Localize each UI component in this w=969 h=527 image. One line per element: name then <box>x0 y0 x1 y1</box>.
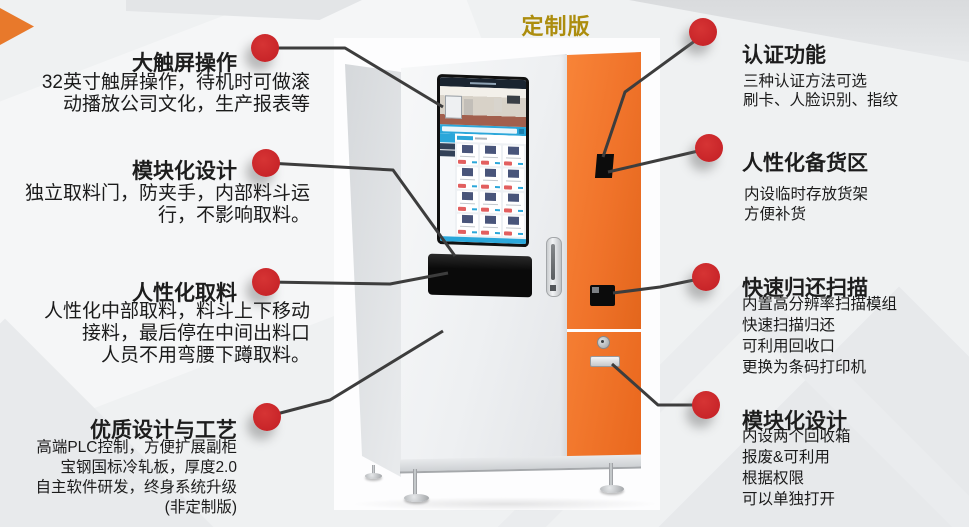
feature-text-line: (非定制版) <box>164 499 237 516</box>
background-chevron-top <box>126 0 362 20</box>
screen-product-card <box>457 166 478 189</box>
feature-heading: 模块化设计 <box>742 410 847 434</box>
screen-toolbar-text <box>475 137 487 140</box>
screen-sidebar-header <box>440 133 455 143</box>
screen-sidebar-item <box>440 143 455 150</box>
screen-product-card <box>457 190 478 213</box>
printer-slot <box>590 356 620 367</box>
screen-product-card <box>457 143 478 166</box>
machine-touchscreen <box>437 74 529 248</box>
page-title: 定制版 <box>521 14 591 39</box>
feature-heading: 快速归还扫描 <box>742 277 868 301</box>
door-lock <box>597 336 610 349</box>
machine-shadow <box>350 497 660 511</box>
feature-text-line: 报废&可利用 <box>742 449 830 466</box>
feature-text-line: 32英寸触屏操作，待机时可做滚 <box>41 72 310 93</box>
screen-sidebar <box>440 133 455 237</box>
feature-heading: 模块化设计 <box>132 160 237 184</box>
card-reader <box>594 154 615 178</box>
feature-text-line: 刷卡、人脸识别、指纹 <box>743 92 899 109</box>
feature-body: 32英寸触屏操作，待机时可做滚动播放公司文化，生产报表等 <box>18 72 310 116</box>
feature-body: 内设临时存放货架方便补货 <box>744 185 954 225</box>
screen-search-icon <box>519 128 524 135</box>
screen-product-card <box>480 167 501 190</box>
callout-dot <box>692 263 720 291</box>
feature-text-line: 动播放公司文化，生产报表等 <box>62 94 310 115</box>
feature-body: 内设两个回收箱报废&可利用根据权限可以单独打开 <box>742 426 952 510</box>
callout-dot <box>695 134 723 162</box>
feature-text-line: 可以单独打开 <box>742 491 836 508</box>
feature-text-line: 内设两个回收箱 <box>742 428 851 445</box>
feature-text-line: 内设临时存放货架 <box>744 186 869 203</box>
banner-machine-shape <box>445 95 462 119</box>
callout-dot <box>689 18 717 46</box>
banner-screen-shape <box>507 95 520 104</box>
feature-body: 独立取料门，防夹手，内部料斗运行，不影响取料。 <box>18 183 310 227</box>
screen-ui <box>440 77 526 245</box>
feature-heading: 人性化取料 <box>132 282 237 306</box>
feature-text-line: 更换为条码打印机 <box>742 359 867 376</box>
callout-dot <box>253 403 281 431</box>
orange-lower-door <box>567 332 641 463</box>
dispense-outlet <box>428 253 532 298</box>
feature-body: 内置高分辨率扫描模组快速扫描归还可利用回收口更换为条码打印机 <box>742 294 952 378</box>
feature-text-line: 自主软件研发，终身系统升级 <box>35 479 237 496</box>
feature-text-line: 三种认证方法可选 <box>743 73 868 90</box>
return-scanner <box>590 285 615 306</box>
feature-body: 高端PLC控制，方便扩展副柜宝钢国标冷轧板，厚度2.0 自主软件研发，终身系统升级… <box>20 438 237 518</box>
callout-dot <box>252 149 280 177</box>
screen-main <box>455 133 526 239</box>
screen-sidebar-item <box>440 150 455 157</box>
screen-product-card <box>480 144 501 167</box>
feature-text-line: 方便补货 <box>744 206 807 223</box>
feature-text-line: 高端PLC控制，方便扩展副柜 <box>36 439 237 456</box>
screen-product-card <box>503 215 524 238</box>
feature-text-line: 人性化中部取料，料斗上下移动 <box>43 301 310 322</box>
machine-foot <box>600 485 624 493</box>
machine-leg <box>372 465 375 475</box>
machine-foot <box>365 473 382 479</box>
feature-text-line: 根据权限 <box>742 470 805 487</box>
screen-product-card <box>480 214 501 237</box>
screen-content <box>440 133 526 240</box>
feature-body: 三种认证方法可选刷卡、人脸识别、指纹 <box>743 72 953 110</box>
banner-machine-shape <box>494 97 502 113</box>
screen-product-card <box>457 213 478 236</box>
banner-machine-shape <box>464 98 473 116</box>
screen-toolbar-chip <box>457 135 473 141</box>
callout-dot <box>692 391 720 419</box>
feature-text-line: 独立取料门，防夹手，内部料斗运 <box>24 183 310 204</box>
feature-body: 人性化中部取料，料斗上下移动接料，最后停在中间出料口人员不用弯腰下蹲取料。 <box>18 301 310 367</box>
screen-banner-photo <box>440 86 526 128</box>
feature-heading: 人性化备货区 <box>742 152 868 176</box>
callout-dot <box>252 268 280 296</box>
feature-text-line: 人员不用弯腰下蹲取料。 <box>100 345 310 366</box>
feature-text-line: 内置高分辨率扫描模组 <box>742 296 898 313</box>
screen-product-card <box>480 191 501 213</box>
feature-heading: 认证功能 <box>742 44 826 68</box>
feature-text-line: 宝钢国标冷轧板，厚度2.0 <box>60 459 237 476</box>
door-handle <box>546 237 562 297</box>
feature-text-line: 快速扫描归还 <box>742 317 836 334</box>
screen-product-card <box>503 168 524 191</box>
feature-text-line: 行，不影响取料。 <box>157 205 310 226</box>
feature-text-line: 可利用回收口 <box>742 338 836 355</box>
machine-foot <box>404 494 429 502</box>
screen-product-grid <box>455 142 526 239</box>
machine-leg <box>609 463 613 488</box>
feature-heading: 大触屏操作 <box>132 52 237 76</box>
callout-dot <box>251 34 279 62</box>
screen-product-card <box>503 191 524 214</box>
machine-leg <box>413 469 417 497</box>
feature-text-line: 接料，最后停在中间出料口 <box>81 323 310 344</box>
orange-arrow-icon <box>0 8 34 45</box>
feature-heading: 优质设计与工艺 <box>90 419 237 443</box>
screen-product-card <box>503 145 524 168</box>
